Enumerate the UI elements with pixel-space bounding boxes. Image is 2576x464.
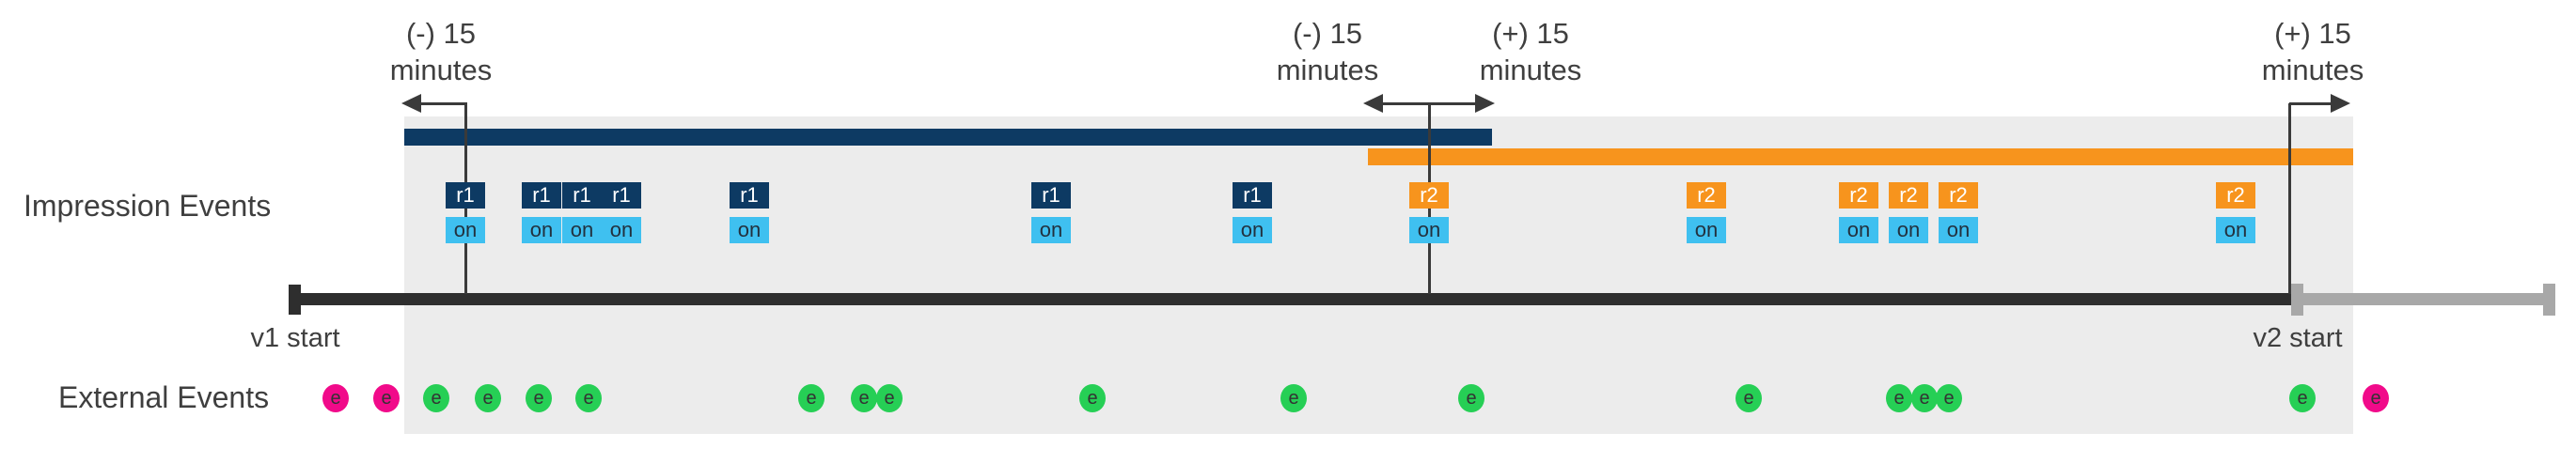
external-event-green: e xyxy=(876,384,903,412)
impression-events-row-label: Impression Events xyxy=(24,189,272,223)
on-badge: on xyxy=(2216,217,2255,243)
external-event-green: e xyxy=(1736,384,1762,412)
external-event-green: e xyxy=(798,384,825,412)
arrowhead-right-icon xyxy=(1475,94,1495,113)
callout-title: (+) 15 xyxy=(1492,17,1569,50)
plus15-right-label: (+) 15 minutes xyxy=(2209,15,2416,88)
v2-timeline xyxy=(2291,293,2555,305)
impression-event-r2: r2 on xyxy=(1409,182,1449,243)
r1-badge: r1 xyxy=(730,182,769,209)
v1-start-label: v1 start xyxy=(250,323,340,353)
r2-badge: r2 xyxy=(1889,182,1928,209)
impression-event-r1: r1 on xyxy=(562,182,602,243)
v2-timeline-end-tick xyxy=(2543,284,2555,316)
impression-event-r1: r1 on xyxy=(730,182,769,243)
impression-event-r2: r2 on xyxy=(1839,182,1878,243)
on-badge: on xyxy=(1409,217,1449,243)
r1-badge: r1 xyxy=(1031,182,1071,209)
external-event-pink: e xyxy=(2363,384,2389,412)
on-badge: on xyxy=(522,217,561,243)
external-event-green: e xyxy=(575,384,602,412)
v2-window-bar xyxy=(1368,148,2353,165)
callout-title: (+) 15 xyxy=(2274,17,2351,50)
on-badge: on xyxy=(562,217,602,243)
on-badge: on xyxy=(602,217,641,243)
on-badge: on xyxy=(1233,217,1272,243)
r1-badge: r1 xyxy=(446,182,485,209)
v2-start-label: v2 start xyxy=(2253,323,2343,353)
external-event-pink: e xyxy=(322,384,349,412)
callout-title: (-) 15 xyxy=(405,17,477,50)
on-badge: on xyxy=(1889,217,1928,243)
r2-badge: r2 xyxy=(1839,182,1878,209)
external-event-pink: e xyxy=(373,384,400,412)
v1-minus15-arrow-shaft xyxy=(418,102,467,105)
external-event-green: e xyxy=(1280,384,1307,412)
on-badge: on xyxy=(730,217,769,243)
external-event-green: e xyxy=(1936,384,1962,412)
r1-badge: r1 xyxy=(522,182,561,209)
arrowhead-left-icon xyxy=(401,94,421,113)
r1-badge: r1 xyxy=(1233,182,1272,209)
v2-minus-plus15-arrow-shaft xyxy=(1381,102,1477,105)
external-event-green: e xyxy=(1911,384,1938,412)
callout-subtitle: minutes xyxy=(1276,54,1379,86)
minus15-left-label: (-) 15 minutes xyxy=(338,15,544,88)
r2-badge: r2 xyxy=(2216,182,2255,209)
v1-start-tick xyxy=(289,285,301,315)
on-badge: on xyxy=(1939,217,1978,243)
impression-event-r1: r1 on xyxy=(446,182,485,243)
evaluation-window-panel xyxy=(404,116,2353,434)
impression-event-r1: r1 on xyxy=(1031,182,1071,243)
plus15-mid-label: (+) 15 minutes xyxy=(1427,15,1634,88)
impression-event-r1: r1 on xyxy=(522,182,561,243)
impression-event-r2: r2 on xyxy=(1939,182,1978,243)
r2-badge: r2 xyxy=(1409,182,1449,209)
r2-badge: r2 xyxy=(1687,182,1726,209)
external-event-green: e xyxy=(2289,384,2316,412)
callout-title: (-) 15 xyxy=(1292,17,1363,50)
minus15-mid-label: (-) 15 minutes xyxy=(1224,15,1431,88)
arrowhead-right-icon xyxy=(2331,94,2350,113)
on-badge: on xyxy=(1687,217,1726,243)
external-events-row-label: External Events xyxy=(58,380,270,414)
external-event-green: e xyxy=(1079,384,1106,412)
impression-event-r2: r2 on xyxy=(2216,182,2255,243)
external-event-green: e xyxy=(1458,384,1484,412)
callout-subtitle: minutes xyxy=(389,54,493,86)
r2-badge: r2 xyxy=(1939,182,1978,209)
impression-event-r2: r2 on xyxy=(1687,182,1726,243)
on-badge: on xyxy=(1839,217,1878,243)
external-event-green: e xyxy=(475,384,501,412)
external-event-green: e xyxy=(423,384,449,412)
v2-plus15-line xyxy=(2288,103,2291,294)
on-badge: on xyxy=(446,217,485,243)
impression-event-r1: r1 on xyxy=(1233,182,1272,243)
r1-badge: r1 xyxy=(562,182,602,209)
v1-window-bar xyxy=(404,129,1492,146)
external-event-green: e xyxy=(851,384,877,412)
arrowhead-left-icon xyxy=(1363,94,1383,113)
impression-event-r1: r1 on xyxy=(602,182,641,243)
on-badge: on xyxy=(1031,217,1071,243)
callout-subtitle: minutes xyxy=(2261,54,2364,86)
v2-start-tick xyxy=(2291,284,2303,316)
external-event-green: e xyxy=(526,384,552,412)
impression-event-r2: r2 on xyxy=(1889,182,1928,243)
external-event-green: e xyxy=(1886,384,1912,412)
v1-timeline xyxy=(289,293,2291,305)
r1-badge: r1 xyxy=(602,182,641,209)
callout-subtitle: minutes xyxy=(1479,54,1582,86)
v2-plus15-arrow-shaft xyxy=(2289,102,2334,105)
